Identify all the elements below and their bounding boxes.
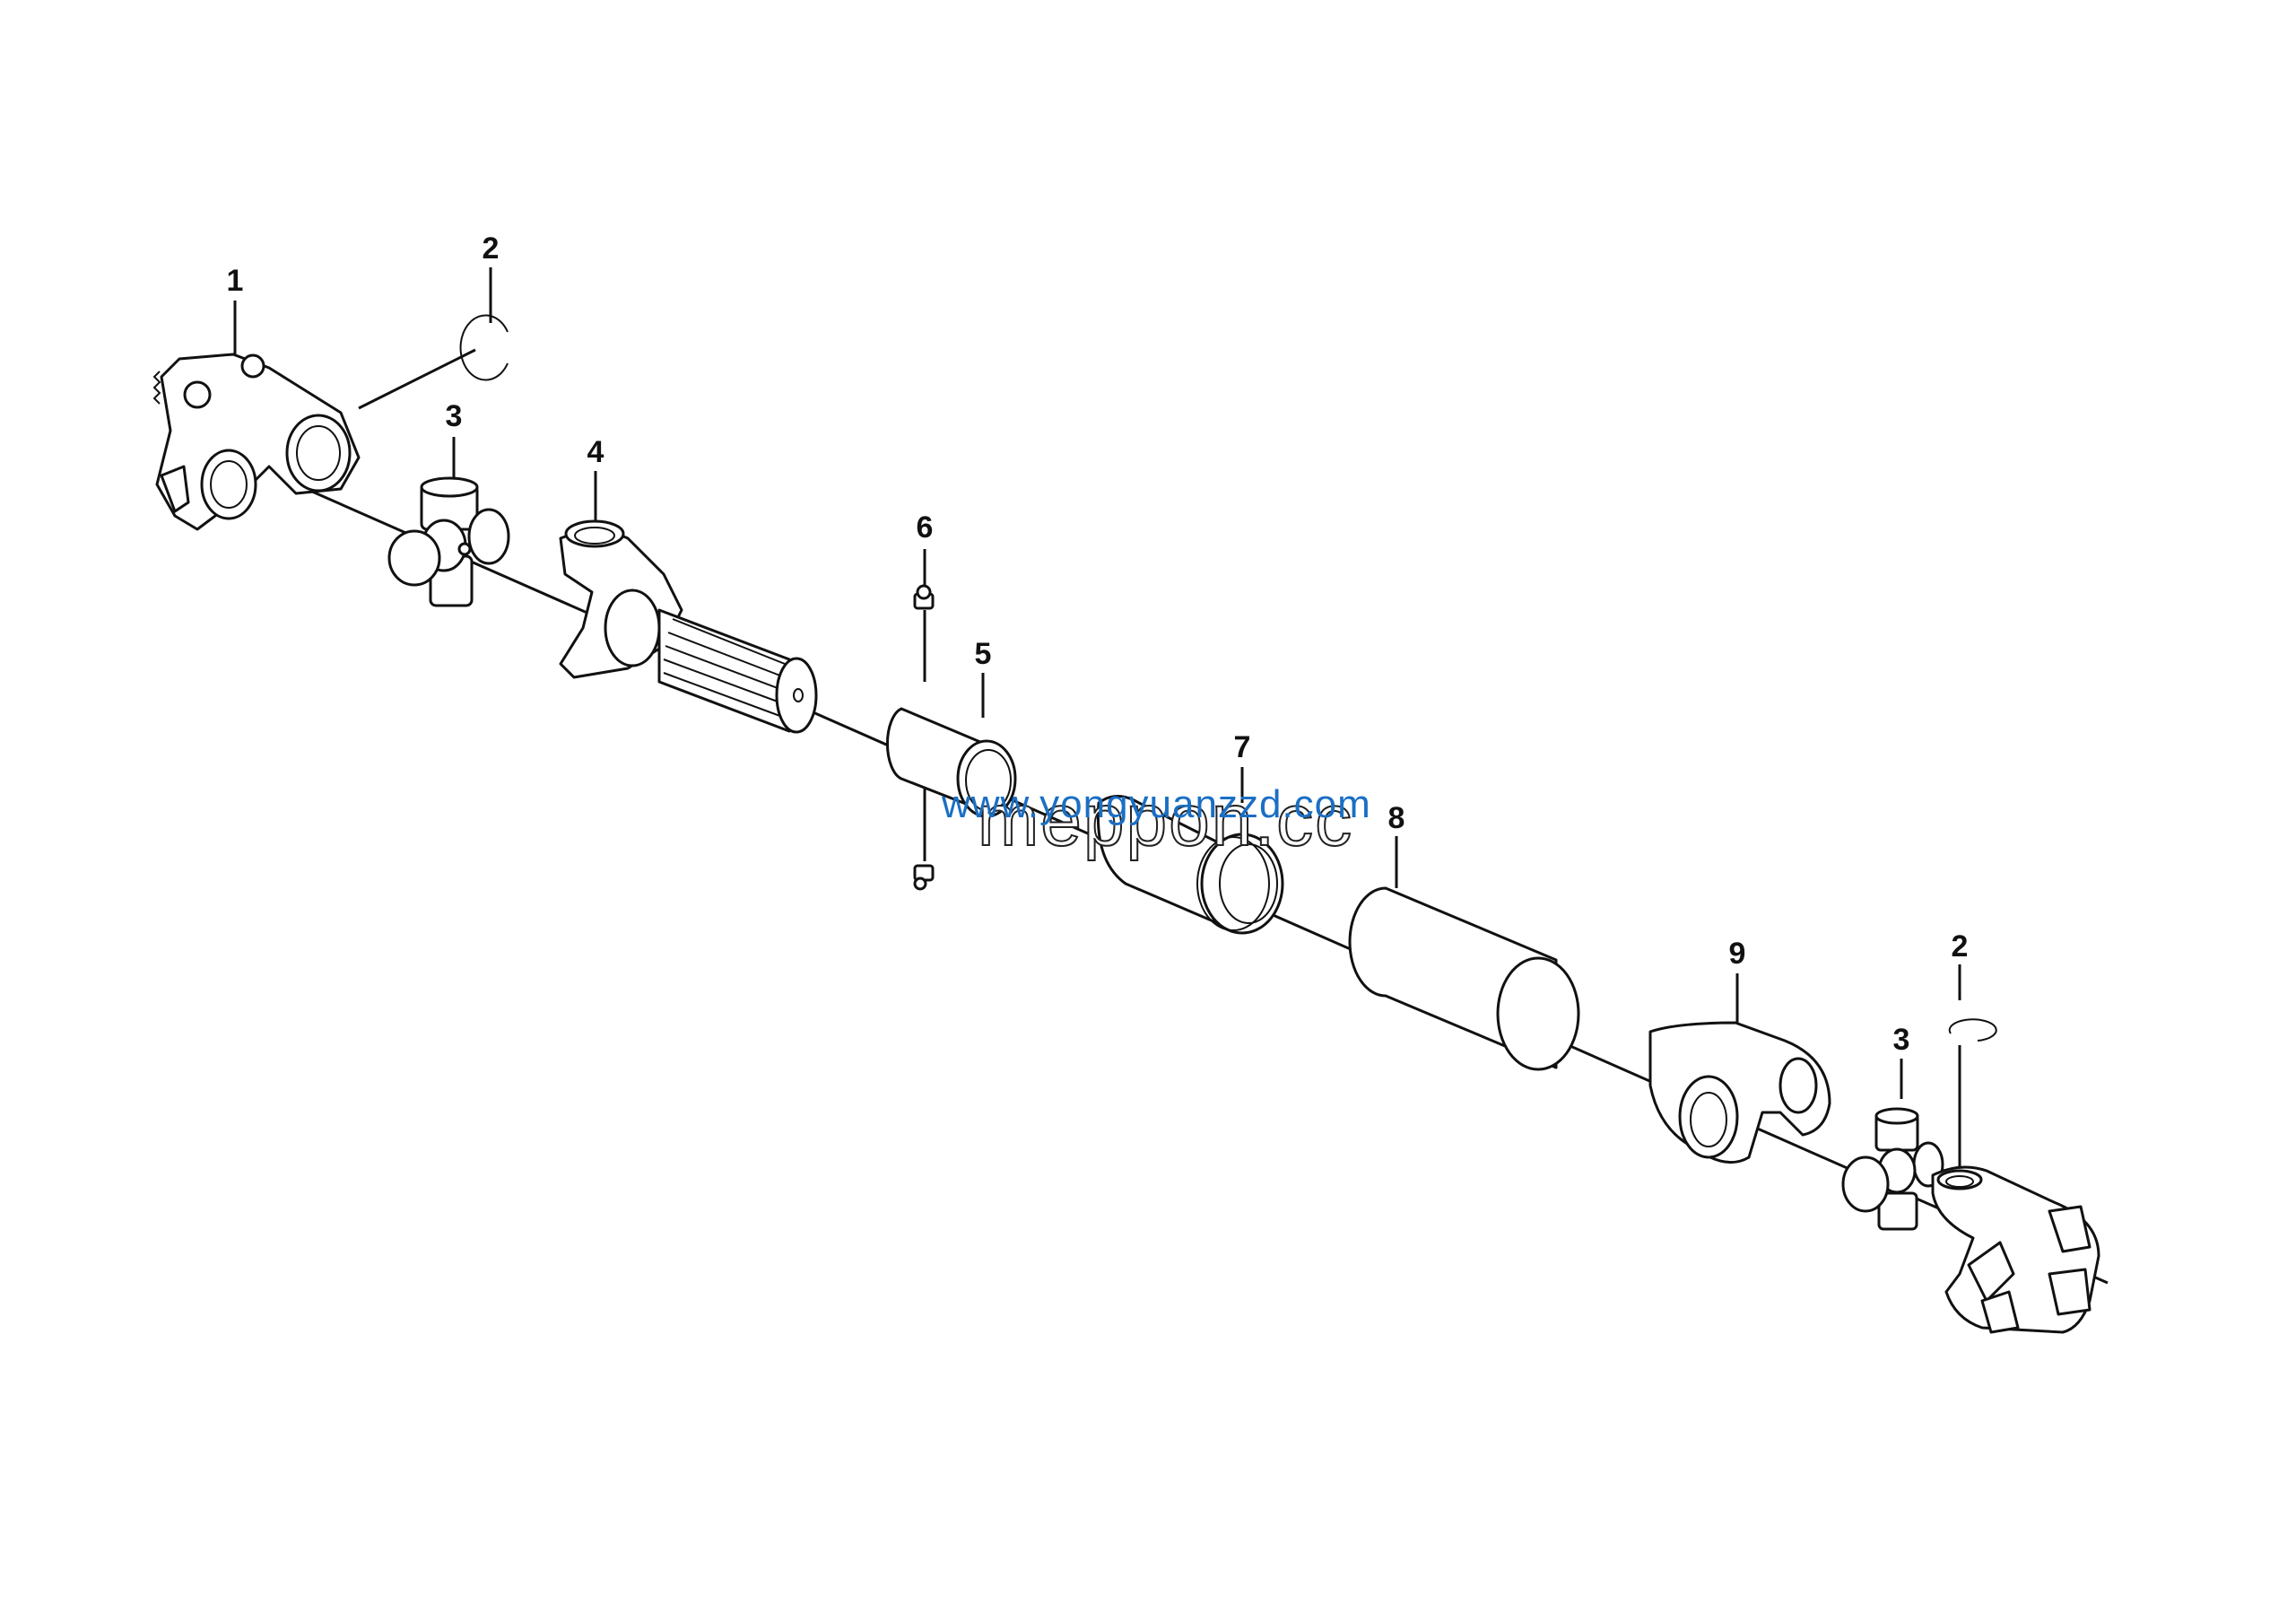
snap-ring-left-part (459, 314, 509, 381)
universal-joint-cross-right-part (1841, 1107, 1944, 1231)
callout-2-right: 2 (1951, 929, 1969, 964)
tube-yoke-sleeve-part (1096, 795, 1284, 935)
snap-ring-right-part (1948, 1018, 1997, 1042)
callout-9: 9 (1728, 937, 1746, 971)
leader-lines (233, 267, 1961, 1175)
flange-yoke-left (152, 353, 361, 531)
tube-part (1348, 886, 1580, 1071)
callout-8: 8 (1387, 801, 1405, 835)
callout-3-left: 3 (445, 399, 463, 433)
callout-1: 1 (226, 264, 244, 298)
callout-4: 4 (587, 435, 604, 469)
callout-3-right: 3 (1892, 1023, 1910, 1057)
slip-yoke-splined-shaft-part (559, 519, 818, 734)
universal-joint-cross-left-part (387, 476, 510, 607)
callout-6: 6 (916, 510, 934, 545)
callout-7: 7 (1233, 730, 1251, 764)
grease-fitting-top (913, 584, 935, 610)
watermark-primary: www.yongyuanzzd.com (942, 782, 1371, 826)
callout-5: 5 (974, 637, 992, 671)
watermark-secondary: meppon.cc (977, 779, 1354, 862)
slip-sleeve-part (885, 707, 1017, 818)
callout-2-left: 2 (482, 231, 500, 266)
flange-yoke-right (1931, 1165, 2100, 1334)
tube-yoke-right-part (1648, 1021, 1831, 1164)
grease-fitting-bottom (913, 864, 935, 891)
